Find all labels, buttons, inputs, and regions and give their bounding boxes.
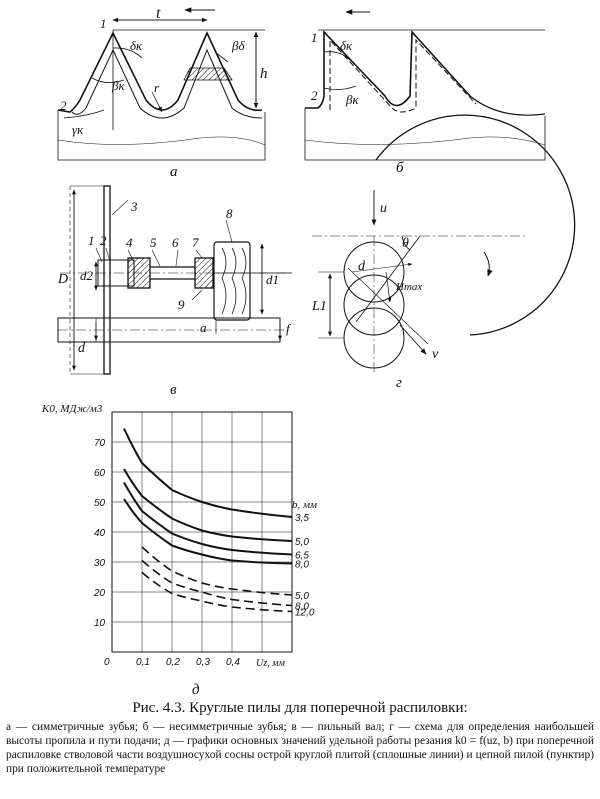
chart-legend-title: b, мм [292, 499, 317, 511]
chart-series-line [123, 468, 293, 542]
chart-series-label: 12,0 [295, 608, 315, 619]
label-v-d2: d2 [80, 268, 94, 283]
label-part-7: 7 [192, 235, 199, 250]
label-part-9: 9 [178, 297, 185, 312]
label-g-l1: L1 [311, 299, 327, 314]
label-g-theta: θ [402, 236, 409, 251]
figure-caption: Рис. 4.3. Круглые пилы для поперечной ра… [0, 700, 600, 776]
label-panel-a: а [170, 164, 178, 180]
figure-canvas: 1 2 t δк βк γк r βδ h а 1 2 δк βк б [41, 5, 576, 698]
label-g-hmax: Hmax [395, 281, 422, 293]
label-part-2: 2 [100, 233, 107, 248]
label-v-d1: d1 [266, 272, 279, 287]
label-part-6: 6 [172, 235, 179, 250]
label-panel-d: д [192, 682, 200, 698]
chart-series-line [123, 482, 293, 556]
chart-y-tick-label: 60 [94, 468, 106, 479]
label-a-point-2: 2 [60, 98, 67, 113]
label-v-diameter-d: d [78, 341, 86, 356]
label-v-diameter-D: D [57, 272, 68, 287]
label-a-radius-r: r [154, 80, 160, 95]
panel-a-symmetric-teeth [57, 7, 266, 161]
panel-b-asymmetric-teeth [304, 9, 546, 161]
chart-x-tick-label: 0 [104, 657, 110, 668]
chart-series-line [123, 428, 293, 518]
panel-g-cut-scheme [312, 114, 576, 375]
chart-x-tick-label: 0,4 [226, 657, 240, 668]
chart-x-tick-label: 0,3 [196, 657, 210, 668]
chart-series-label: 5,0 [295, 537, 309, 548]
label-b-delta: δк [340, 38, 353, 53]
chart-series-line [141, 559, 293, 607]
label-panel-g: г [396, 375, 402, 391]
chart-series-label: 8,0 [295, 602, 309, 613]
chart-series-line [141, 571, 293, 613]
label-v-a: a [200, 320, 207, 335]
label-panel-v: в [170, 382, 177, 398]
label-g-d: d [358, 259, 366, 274]
panel-v-saw-shaft [57, 185, 292, 375]
chart-y-axis-label: K0, МДж/м3 [41, 403, 103, 415]
chart-x-tick-label: 0,1 [136, 657, 150, 668]
label-part-5: 5 [150, 235, 157, 250]
label-part-1: 1 [88, 233, 95, 248]
label-panel-b: б [396, 160, 404, 176]
label-g-v: v [432, 347, 439, 362]
chart-x-tick-label: 0,2 [166, 657, 180, 668]
chart-y-tick-label: 30 [94, 558, 106, 569]
label-v-f: f [286, 321, 292, 336]
chart-series-line [123, 498, 293, 565]
caption-title: Рис. 4.3. Круглые пилы для поперечной ра… [132, 700, 468, 716]
label-part-3: 3 [130, 199, 138, 214]
chart-series-line [141, 546, 293, 596]
label-part-4: 4 [126, 235, 133, 250]
chart-y-tick-label: 20 [93, 588, 106, 599]
label-b-beta: βк [345, 92, 359, 107]
chart-y-tick-label: 40 [94, 528, 106, 539]
label-a-delta: δк [130, 38, 143, 53]
chart-y-tick-label: 50 [94, 498, 106, 509]
label-a-beta-delta: βδ [231, 38, 245, 53]
chart-y-tick-label: 70 [94, 438, 106, 449]
chart-series-label: 8,0 [295, 560, 309, 571]
caption-body: а — симметричные зубья; б — несимметричн… [6, 721, 594, 775]
label-a-gamma: γк [72, 122, 84, 137]
chart-series-label: 5,0 [295, 591, 309, 602]
label-g-u: u [380, 201, 387, 216]
chart-series-label: 3,5 [295, 513, 309, 524]
chart-x-axis-label: Uz, мм [256, 658, 285, 669]
label-a-beta: βк [111, 78, 125, 93]
label-a-pitch-t: t [156, 5, 161, 22]
label-b-point-1: 1 [311, 30, 318, 45]
label-a-height-h: h [260, 66, 268, 82]
label-a-point-1: 1 [100, 16, 107, 31]
label-b-point-2: 2 [311, 88, 318, 103]
chart-series-label: 6,5 [295, 551, 309, 562]
label-part-8: 8 [226, 206, 233, 221]
chart-y-tick-label: 10 [94, 618, 106, 629]
